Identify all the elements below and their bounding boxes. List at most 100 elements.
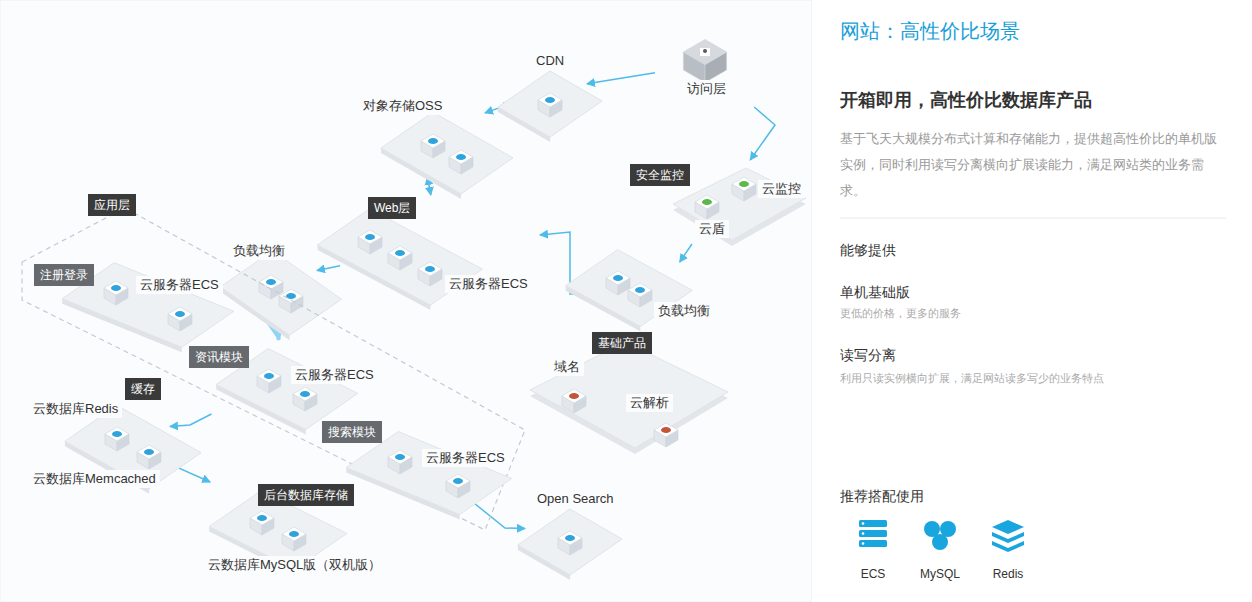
service-label: 负载均衡 [654, 302, 714, 320]
web-layer: Web层云服务器ECS [340, 195, 540, 295]
icon-group [683, 39, 726, 82]
layer-tag: 基础产品 [592, 332, 652, 354]
module-tag: 搜索模块 [322, 421, 382, 443]
layer-tag: 后台数据库存储 [258, 484, 354, 506]
service-symbol [264, 373, 274, 379]
service-label: 云数据库MySQL版（双机版） [204, 556, 385, 574]
service-label: 云监控 [758, 180, 805, 198]
panel-text: 推荐搭配使用 [840, 486, 1140, 506]
service-symbol [395, 454, 405, 460]
service-label: 云服务器ECS [422, 449, 509, 467]
module-tag: 注册登录 [34, 264, 94, 286]
layer-tag: 应用层 [88, 194, 136, 216]
cube-top [137, 445, 161, 459]
icon-group [695, 195, 719, 219]
icon-group [250, 511, 306, 551]
cube-top [695, 195, 719, 209]
layer-tag: 缓存 [125, 378, 161, 400]
cube-top [449, 150, 473, 164]
service-label: 云服务器ECS [445, 275, 532, 293]
panel-text: 基于飞天大规模分布式计算和存储能力，提供超高性价比的单机版实例，同时利用读写分离… [840, 126, 1222, 204]
db-blob [932, 534, 948, 550]
service-label: Open Search [533, 490, 618, 508]
cube-top [538, 93, 562, 107]
cube-top [168, 307, 192, 321]
connector-line [170, 414, 211, 427]
service-symbol [365, 234, 375, 240]
platform [381, 112, 513, 194]
module-tag: 资讯模块 [189, 346, 249, 368]
platform [673, 168, 806, 240]
panel-heading: 开箱即用，高性价比数据库产品 [840, 88, 1230, 112]
service-symbol [613, 275, 623, 281]
service-label: 访问层 [683, 80, 730, 98]
icon-group [421, 134, 473, 174]
access-block: 访问层 [655, 22, 755, 107]
service-label: 对象存储OSS [359, 97, 446, 115]
doc-icon [700, 48, 710, 56]
panel-text: 能够提供 [840, 240, 1140, 260]
layer-tag: Web层 [368, 197, 416, 219]
platform [498, 71, 602, 137]
load-balancer: 负载均衡 [225, 240, 317, 320]
product-name: Redis [973, 566, 1043, 582]
service-symbol [456, 154, 466, 160]
icon-group [562, 389, 586, 413]
info-panel [812, 0, 1252, 602]
cube-top [104, 281, 128, 295]
cube-top [250, 511, 274, 525]
icon-group [654, 423, 678, 447]
mysql-icon [924, 521, 956, 550]
layer-tag: 安全监控 [630, 164, 690, 186]
cube-top [388, 246, 412, 260]
cube-top [654, 423, 678, 437]
divider-line [840, 218, 1226, 219]
basic-product: 云解析 [622, 394, 696, 450]
cache-layer [992, 541, 1024, 552]
icon-group [259, 275, 303, 313]
person-icon [703, 49, 707, 53]
service-symbol [395, 250, 405, 256]
service-symbol [661, 427, 671, 433]
server-bar [859, 520, 887, 527]
diagram-panel [0, 0, 812, 602]
connector-line [317, 266, 340, 271]
app-module: 资讯模块云服务器ECS [185, 340, 382, 414]
service-symbol [569, 393, 579, 399]
cache-layer: 缓存云数据库Redis云数据库Memcached [25, 374, 170, 490]
service-symbol [453, 478, 463, 484]
app-module: 注册登录云服务器ECS [30, 258, 235, 338]
cube-top [562, 389, 586, 403]
security-service: 云监控 [732, 168, 809, 208]
service-label: 云盾 [695, 220, 729, 238]
band-outline [22, 208, 525, 530]
cube-top [105, 427, 129, 441]
panel-text: 利用只读实例横向扩展，满足网站读多写少的业务特点 [840, 370, 1220, 386]
icon-group [105, 427, 161, 469]
server-bar [859, 540, 887, 547]
cube-top [259, 275, 283, 289]
cube-top [606, 271, 630, 285]
security-group: 安全监控云盾 云监控 [628, 160, 813, 244]
service-symbol [266, 279, 276, 285]
panel-text: 读写分离 [840, 345, 1140, 365]
icon-group [558, 531, 582, 555]
product-name: MySQL [905, 566, 975, 582]
service-symbol [565, 535, 575, 541]
service-label: 云解析 [626, 394, 673, 412]
basic-products: 基础产品域名云解析 [530, 330, 730, 452]
service-symbol [111, 285, 121, 291]
cache-layer [992, 520, 1024, 534]
server-bar [859, 530, 887, 537]
service-label: 负载均衡 [229, 242, 289, 260]
platform [346, 432, 511, 515]
redis-icon [992, 520, 1024, 552]
service-symbol [739, 181, 749, 187]
service-label: 云服务器ECS [291, 366, 378, 384]
cube-top [257, 369, 281, 383]
connector-line [680, 244, 692, 262]
icon-group [358, 230, 442, 286]
service-symbol [175, 311, 185, 317]
service-label: 域名 [550, 358, 584, 376]
